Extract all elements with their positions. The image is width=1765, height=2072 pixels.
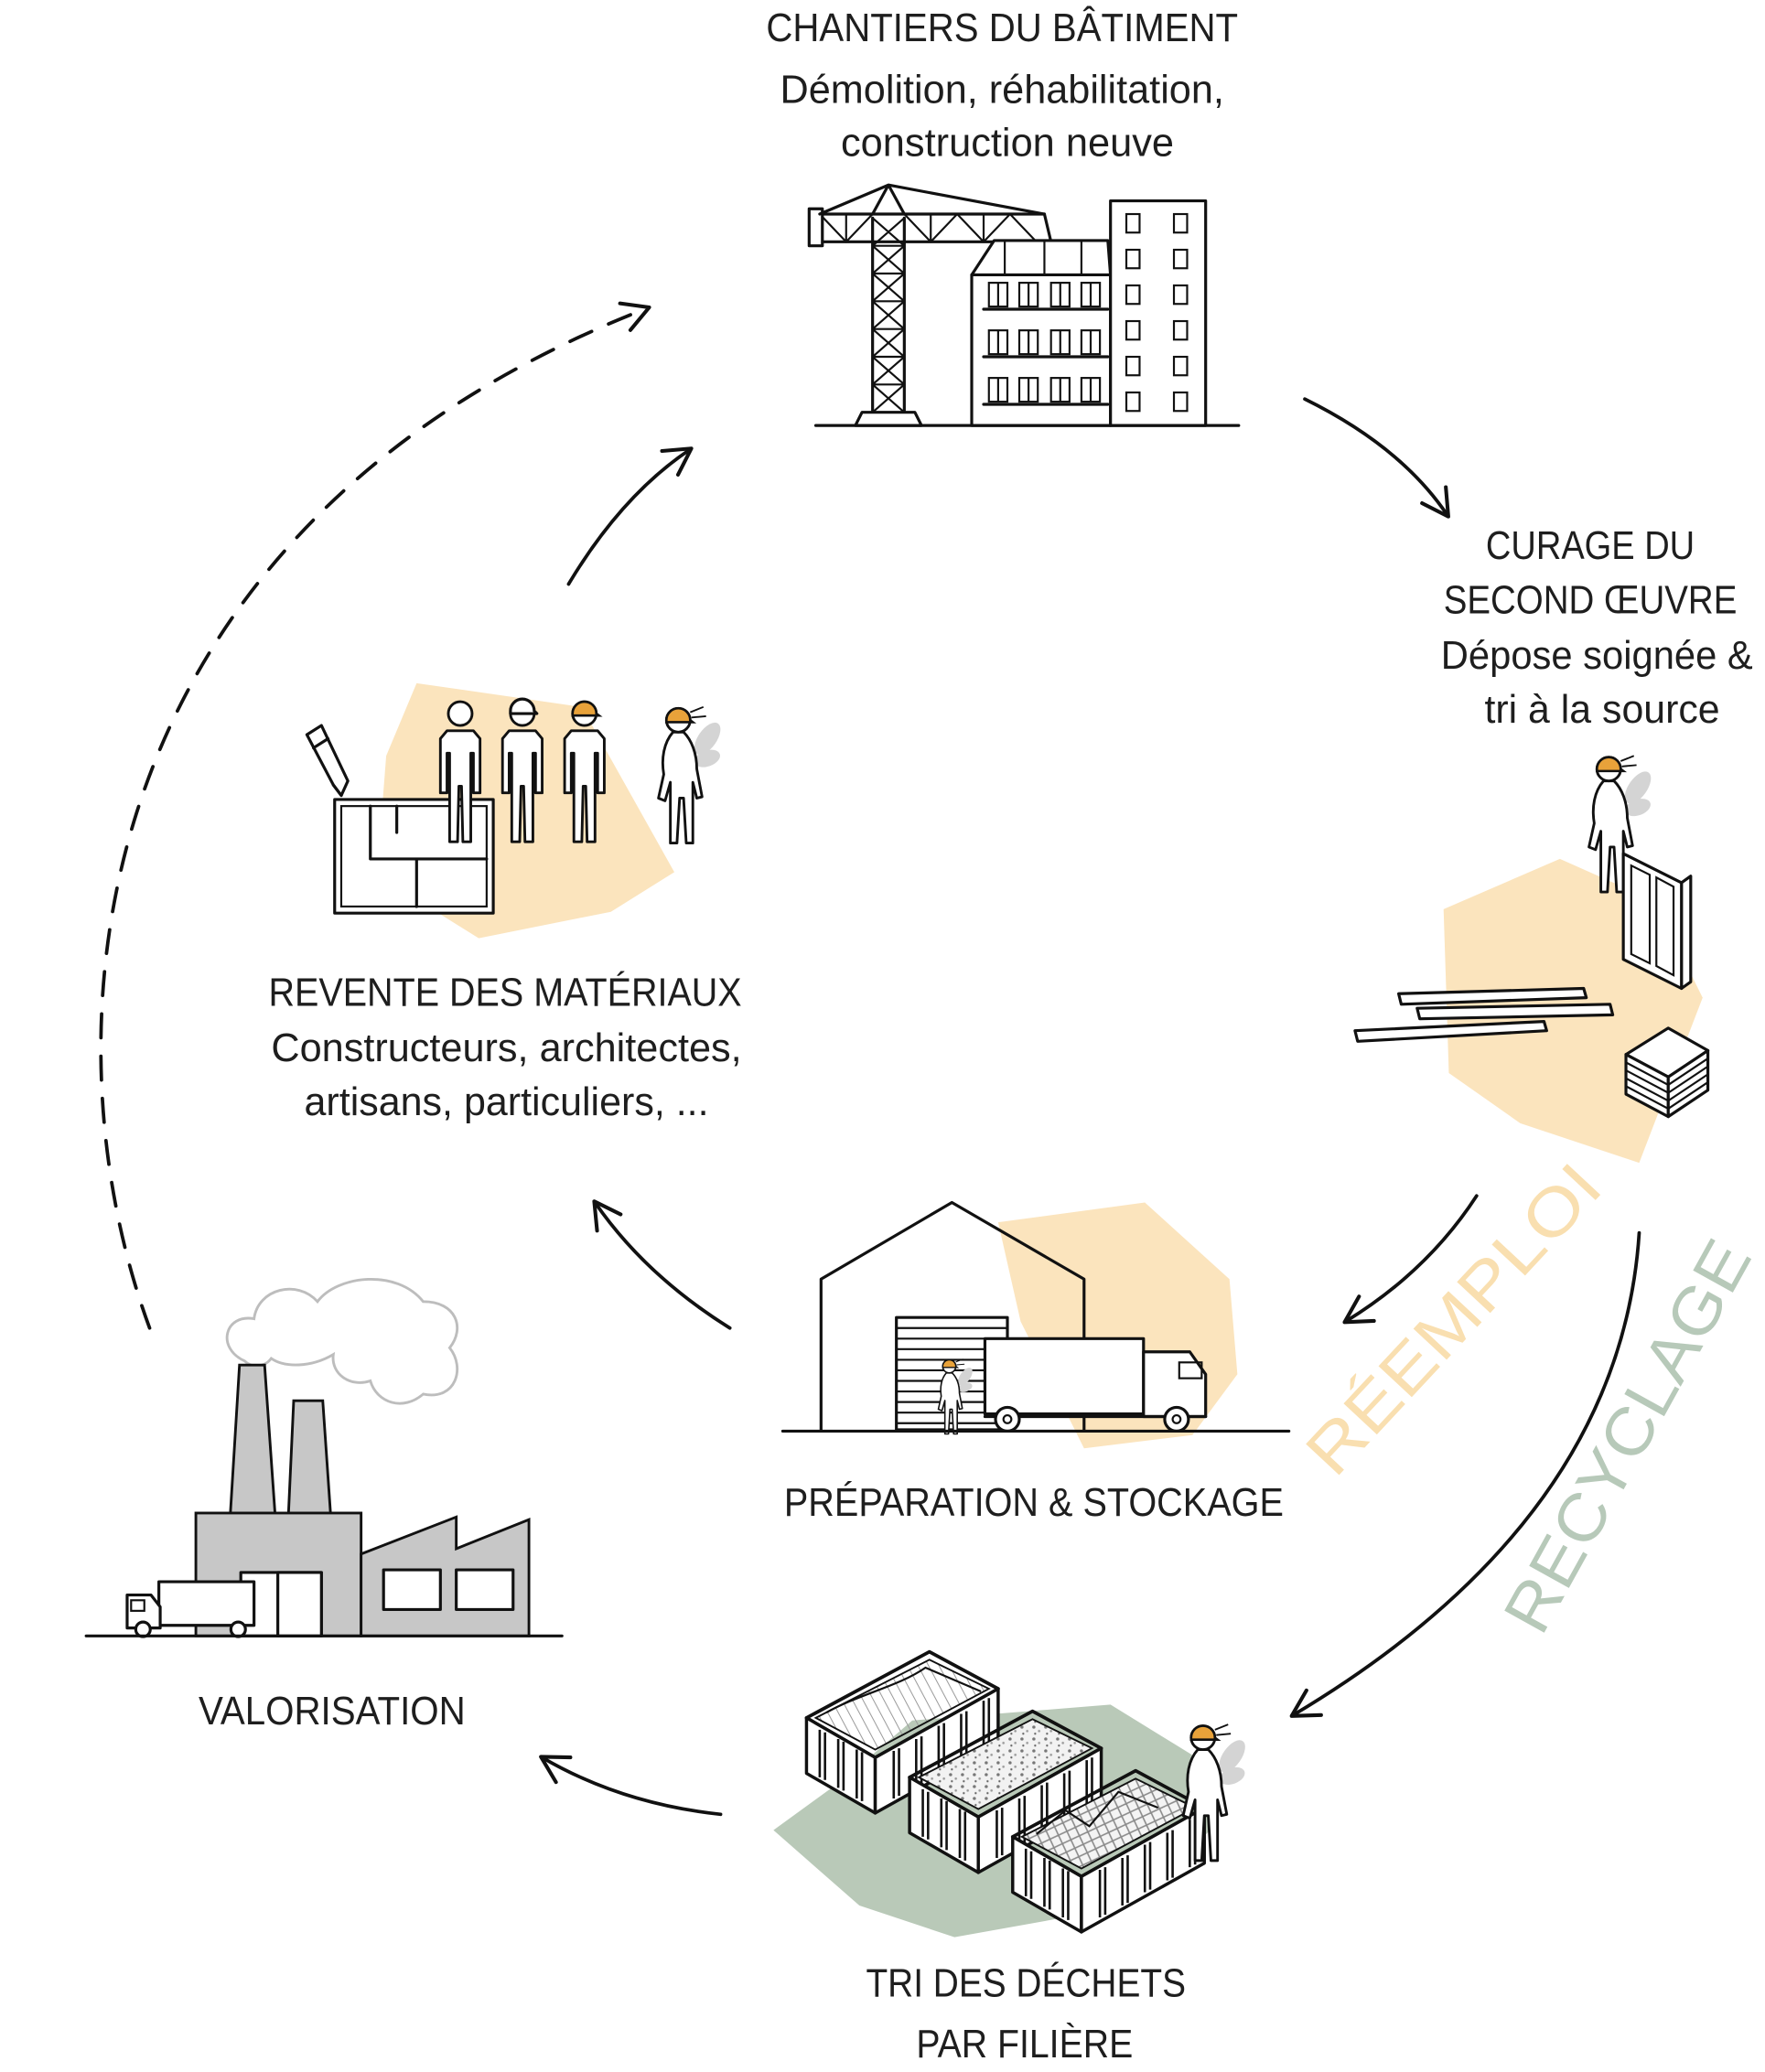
chantiers-line1: Démolition, réhabilitation, [780,69,1224,113]
buyers-plan-icon [305,682,727,939]
curage-line2: tri à la source [1484,688,1719,732]
arrow-preparation-to-revente [592,1199,732,1330]
curage-title2: SECOND ŒUVRE [1444,578,1738,622]
factory-icon [84,1277,564,1638]
window-frame-icon [1621,852,1693,991]
chantiers-title: CHANTIERS DU BÂTIMENT [766,6,1238,50]
recyclage-label: RECYCLAGE [1491,1228,1765,1645]
chantiers-line2: construction neuve [841,121,1174,165]
skip-rubble [908,1709,1103,1874]
tri-title2: PAR FILIÈRE [916,2023,1133,2067]
truck-icon [125,1580,256,1638]
hard-hat-icon [571,700,603,717]
dashed-arrow-valorisation-to-chantiers [99,301,651,1330]
planks-icon [1353,986,1615,1043]
arrow-curage-to-tri [1289,1230,1641,1718]
stacked-tiles-icon [1624,1026,1710,1119]
arrow-tri-to-valorisation [539,1755,723,1817]
worker-dismantling-icon [1353,754,1710,1164]
cap-icon [509,697,539,715]
curage-line1: Dépose soignée & [1441,634,1753,678]
smoke-cloud [225,1277,459,1405]
valorisation-title: VALORISATION [199,1690,466,1734]
revente-line2: artisans, particuliers, ... [305,1080,709,1124]
waste-skips-icon [773,1649,1252,1938]
cycle-arrows [99,301,1641,1817]
skip-mixed [1010,1768,1207,1934]
winged-worker-icon [657,705,727,845]
arrow-chantiers-to-curage [1303,397,1450,519]
building-windows [982,282,1110,406]
reemploi-label: RÉEMPLOI [1292,1150,1616,1489]
crane-building-icon [807,183,1241,427]
arrow-curage-to-preparation [1342,1194,1479,1325]
chimney-left [229,1363,277,1518]
warehouse-truck-icon [780,1200,1291,1449]
revente-title: REVENTE DES MATÉRIAUX [269,971,742,1015]
pencil-icon [305,724,350,798]
chimney-right [286,1399,332,1518]
truck-icon [983,1337,1208,1433]
skip-wood [804,1649,1000,1815]
curage-title1: CURAGE DU [1486,524,1695,568]
revente-line1: Constructeurs, architectes, [271,1026,741,1070]
tower-windows [1125,212,1189,413]
arrow-revente-to-chantiers [566,446,694,586]
tri-title1: TRI DES DÉCHETS [866,1962,1186,2006]
preparation-title: PRÉPARATION & STOCKAGE [784,1481,1284,1525]
